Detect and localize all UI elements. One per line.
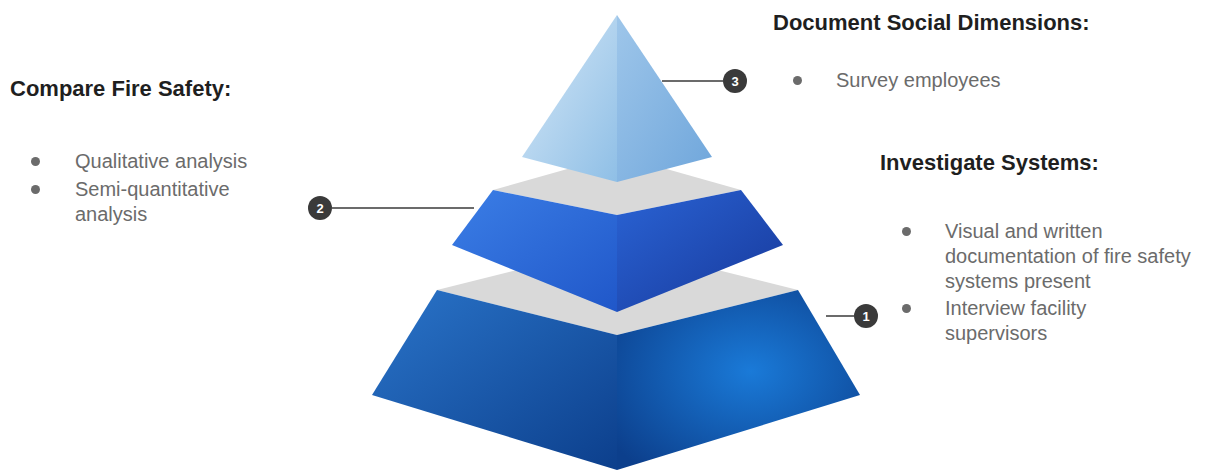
leader-line xyxy=(332,207,474,209)
bullet-text: Interview facility supervisors xyxy=(945,296,1135,346)
group-heading: Document Social Dimensions: xyxy=(773,10,1090,35)
group-heading: Investigate Systems: xyxy=(880,150,1099,175)
bullet-text: Survey employees xyxy=(836,68,1096,93)
callout-circle: 3 xyxy=(723,69,747,93)
tier-face xyxy=(452,190,617,312)
tier-face xyxy=(372,290,617,470)
tier-face xyxy=(617,190,783,312)
leader-line xyxy=(662,80,723,82)
tier-face xyxy=(617,15,712,182)
callout-circle: 2 xyxy=(308,196,332,220)
callout-circle: 1 xyxy=(854,304,878,328)
group-heading: Compare Fire Safety: xyxy=(10,76,231,101)
tier-face xyxy=(522,15,617,182)
bullet-dot xyxy=(31,157,40,166)
bullet-dot xyxy=(31,185,40,194)
tier-face xyxy=(617,290,860,470)
callout-number: 1 xyxy=(862,309,869,324)
leader-line xyxy=(826,315,854,317)
bullet-dot xyxy=(902,304,911,313)
bullet-text: Visual and written documentation of fire… xyxy=(945,219,1207,294)
bullet-text: Qualitative analysis xyxy=(75,149,305,174)
callout-number: 3 xyxy=(731,74,738,89)
callout-number: 2 xyxy=(316,201,323,216)
bullet-text: Semi-quantitative analysis xyxy=(75,177,280,227)
bullet-dot xyxy=(793,76,802,85)
bullet-dot xyxy=(902,227,911,236)
